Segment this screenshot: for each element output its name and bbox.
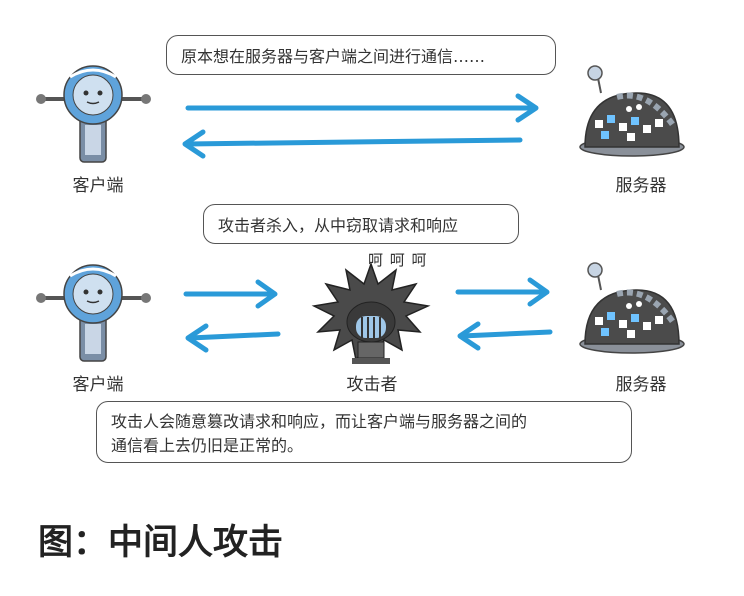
attacker-label: 攻击者 bbox=[346, 375, 398, 395]
client-label: 客户端 bbox=[72, 176, 124, 196]
attacker-icon bbox=[311, 261, 431, 364]
server-robot-icon bbox=[579, 65, 685, 157]
client-label: 客户端 bbox=[72, 375, 124, 395]
bubble-text-line: 攻击人会随意篡改请求和响应，而让客户端与服务器之间的 bbox=[111, 412, 528, 431]
bubble-text-line: 通信看上去仍旧是正常的。 bbox=[111, 436, 304, 455]
speech-bubble-tampering-explanation: 攻击人会随意篡改请求和响应，而让客户端与服务器之间的 通信看上去仍旧是正常的。 bbox=[96, 401, 632, 463]
client-robot-icon bbox=[36, 264, 151, 362]
bubble-text-block: 攻击人会随意篡改请求和响应，而让客户端与服务器之间的 通信看上去仍旧是正常的。 bbox=[111, 410, 527, 458]
attacker-laugh-text: 呵 呵 呵 bbox=[368, 251, 428, 269]
figure-caption: 图：中间人攻击 bbox=[38, 522, 284, 563]
exchange-arrows-icon bbox=[455, 277, 553, 351]
server-label: 服务器 bbox=[615, 176, 667, 196]
speech-bubble-original-intent: 原本想在服务器与客户端之间进行通信…… bbox=[166, 35, 556, 75]
bubble-text: 原本想在服务器与客户端之间进行通信…… bbox=[181, 47, 486, 66]
speech-bubble-attacker-intercepts: 攻击者杀入，从中窃取请求和响应 bbox=[203, 204, 519, 244]
client-robot-icon bbox=[36, 65, 151, 163]
request-arrow-icon bbox=[185, 93, 539, 123]
server-robot-icon bbox=[579, 262, 685, 354]
server-label: 服务器 bbox=[615, 375, 667, 395]
response-arrow-icon bbox=[182, 129, 523, 159]
bubble-text: 攻击者杀入，从中窃取请求和响应 bbox=[218, 216, 459, 235]
exchange-arrows-icon bbox=[183, 279, 281, 353]
